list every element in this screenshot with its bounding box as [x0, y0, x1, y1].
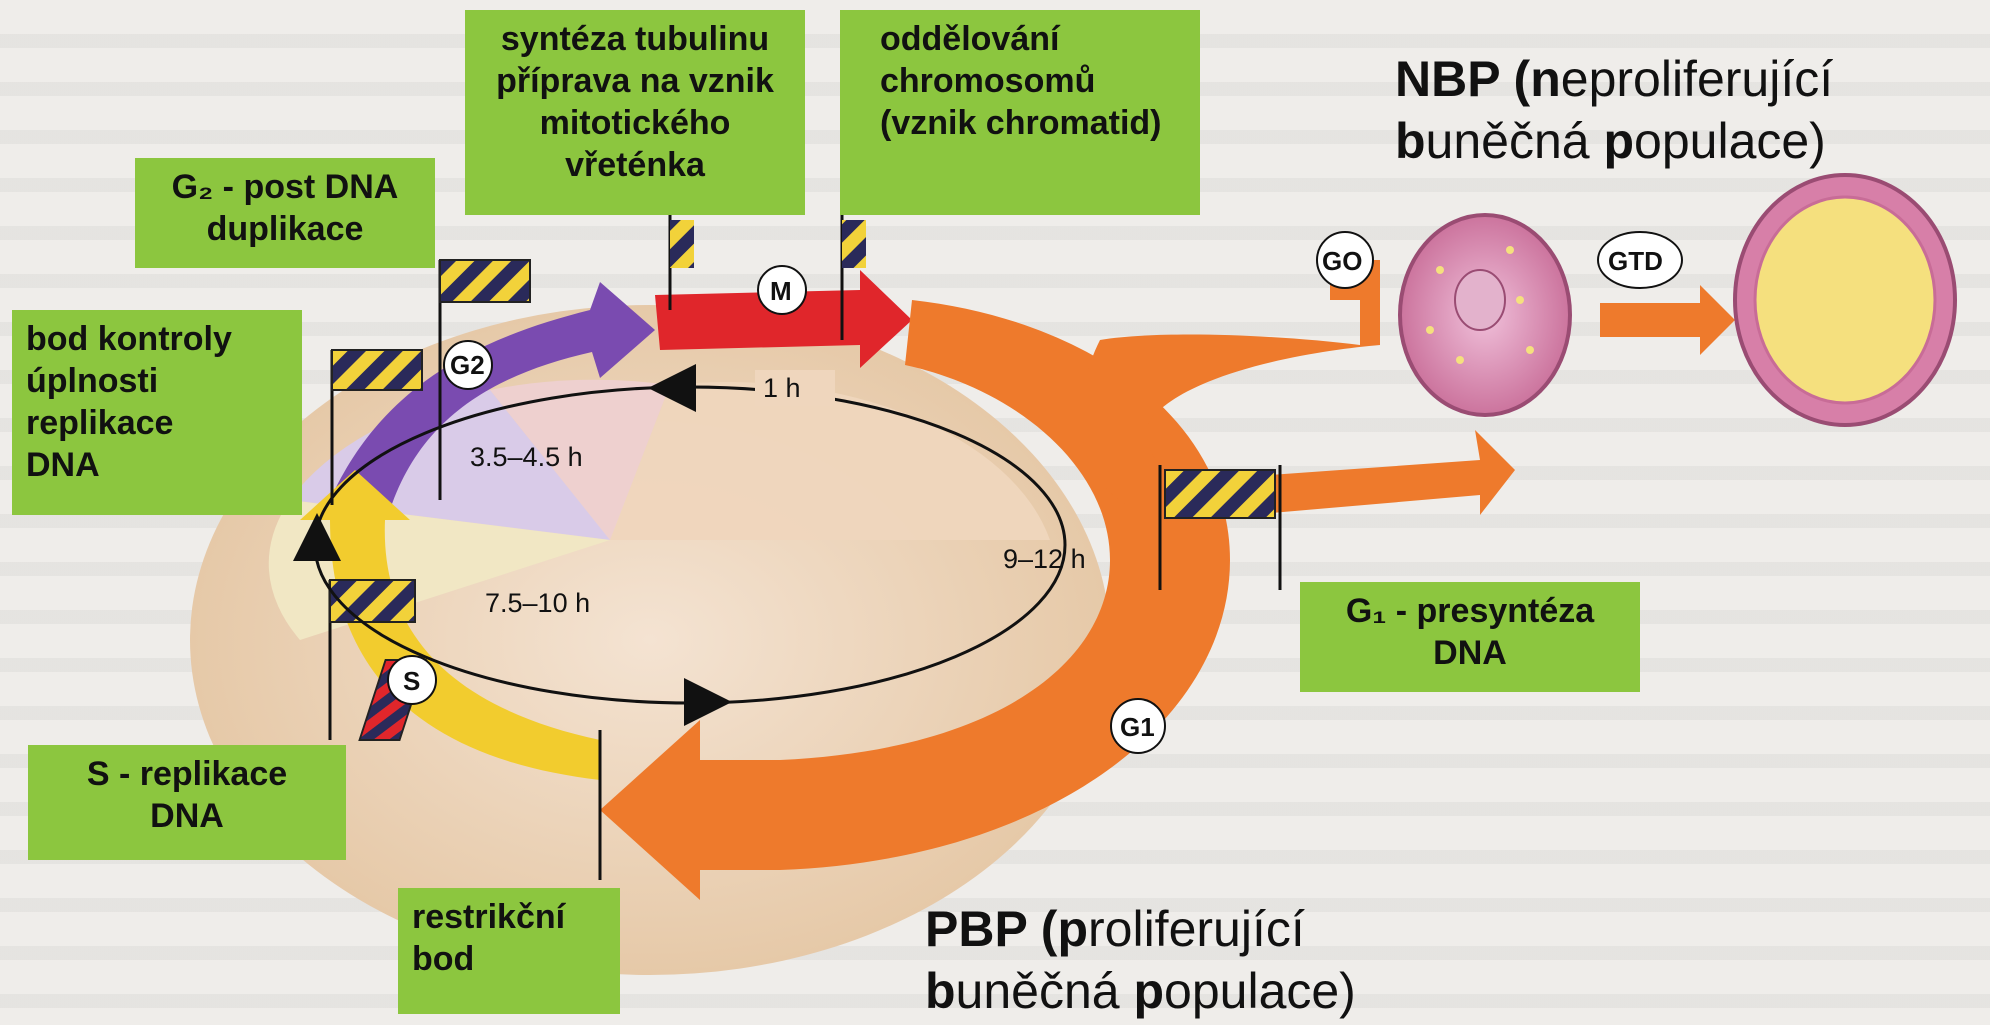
duration-g2: 3.5–4.5 h: [470, 442, 583, 472]
svg-text:GTD: GTD: [1608, 246, 1663, 276]
pbp-title: PBP (proliferující buněčná populace): [925, 898, 1356, 1022]
phase-circle-s: S: [388, 656, 436, 704]
gtd-cell-image: [1735, 175, 1955, 425]
gtd-arrow: [1600, 285, 1735, 355]
g0-cell-image: [1400, 215, 1570, 415]
g1-phase-box: G₁ - presyntéza DNA: [1300, 582, 1640, 692]
g2-phase-box: G₂ - post DNA duplikace: [135, 158, 435, 268]
nbp-title: NBP (neproliferující buněčná populace): [1395, 48, 1833, 172]
duration-g1: 9–12 h: [1003, 544, 1086, 574]
phase-circle-gtd: GTD: [1598, 232, 1682, 288]
restriction-point-box: restrikční bod: [398, 888, 620, 1014]
svg-text:GO: GO: [1322, 246, 1362, 276]
phase-circle-g1: G1: [1111, 699, 1165, 753]
phase-circle-m: M: [758, 266, 806, 314]
replication-checkpoint-box: bod kontroly úplnosti replikace DNA: [12, 310, 302, 515]
duration-s: 7.5–10 h: [485, 588, 590, 618]
tubulin-synthesis-box: syntéza tubulinu příprava na vznik mitot…: [465, 10, 805, 215]
phase-circle-g0: GO: [1317, 232, 1373, 288]
duration-m: 1 h: [763, 373, 801, 403]
svg-text:S: S: [403, 666, 420, 696]
svg-text:G1: G1: [1120, 712, 1155, 742]
svg-text:G2: G2: [450, 350, 485, 380]
phase-circle-g2: G2: [444, 341, 492, 389]
chromosome-separation-box: oddělování chromosomů (vznik chromatid): [840, 10, 1200, 215]
s-phase-box: S - replikace DNA: [28, 745, 346, 860]
svg-text:M: M: [770, 276, 792, 306]
